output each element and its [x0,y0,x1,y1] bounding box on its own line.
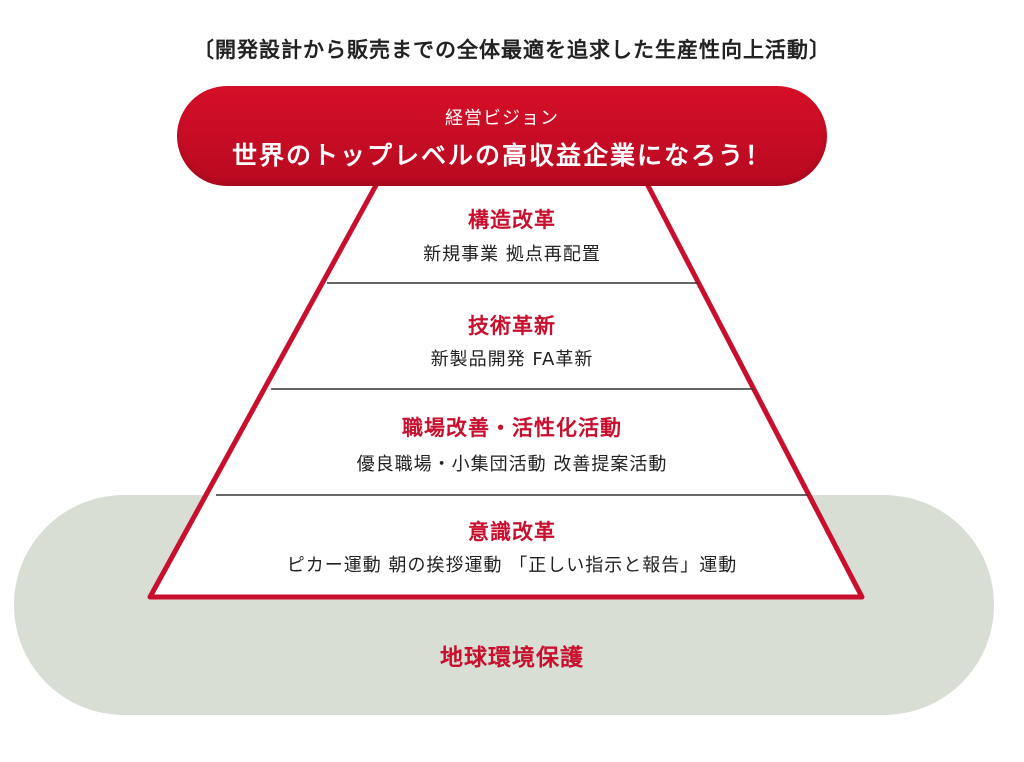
vision-subtitle: 経営ビジョン [445,108,559,129]
tier-mindset-reform-title: 意識改革 [468,520,556,544]
tier-workplace-improvement-title: 職場改善・活性化活動 [402,416,622,440]
diagram-caption: 〔開発設計から販売までの全体最適を追求した生産性向上活動〕 [193,38,831,62]
tier-structural-reform-items: 新規事業 拠点再配置 [423,244,601,265]
tier-workplace-improvement-items: 優良職場・小集団活動 改善提案活動 [356,454,668,475]
vision-banner [177,86,827,186]
tier-tech-innovation-items: 新製品開発 FA革新 [430,349,594,370]
tier-tech-innovation-title: 技術革新 [468,314,556,338]
tier-structural-reform-title: 構造改革 [468,208,556,232]
tier-mindset-reform-items: ピカー運動 朝の挨拶運動 「正しい指示と報告」運動 [286,555,738,576]
foundation-label: 地球環境保護 [440,645,584,671]
vision-title: 世界のトップレベルの高収益企業になろう！ [231,141,772,170]
